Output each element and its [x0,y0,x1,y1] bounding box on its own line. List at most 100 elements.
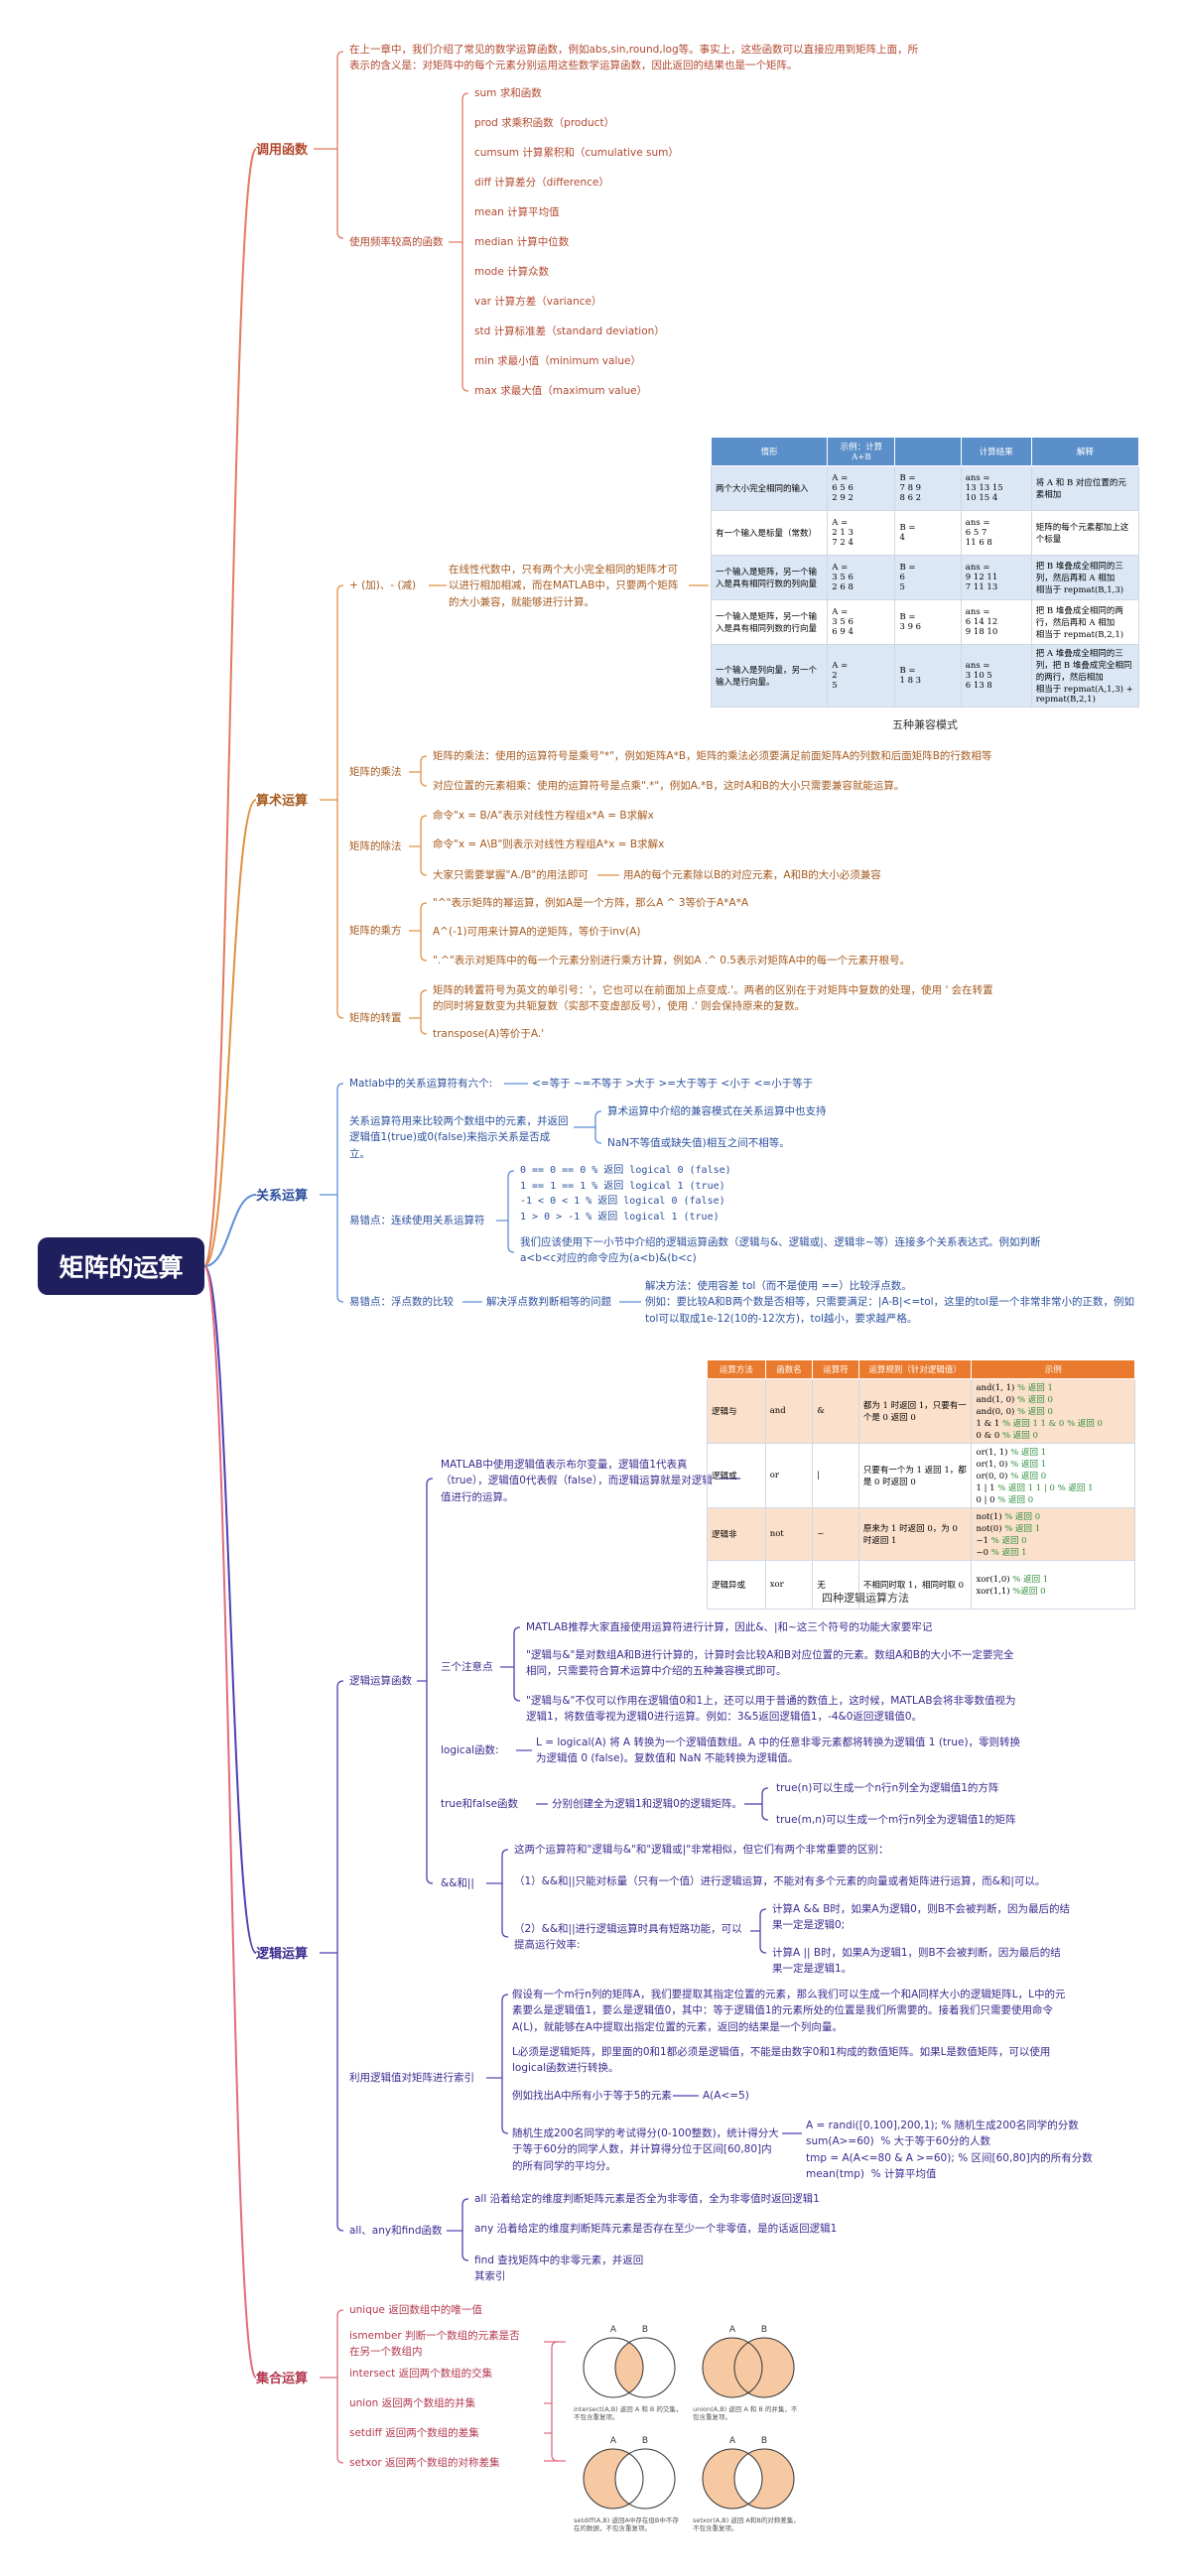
table-cell: A = 3 5 6 2 6 8 [827,555,896,600]
set-func-item: setdiff 返回两个数组的差集 [349,2427,479,2439]
set-func-item: setxor 返回两个数组的对称差集 [349,2457,500,2469]
table-header-cell: 解释 [1030,437,1140,466]
logic-aa-1: all 沿着给定的维度判断矩阵元素是否全为非零值，全为非零值时返回逻辑1 [474,2193,820,2205]
table-cell: xor [764,1560,814,1610]
branch-set[interactable]: 集合运算 [256,2372,309,2386]
arith-trans-1: 矩阵的转置符号为英文的单引号：'，它也可以在前面加上点变成.'。两者的区别在于对… [433,984,993,1013]
rel-result-2: NaN不等值或缺失值)相互之间不相等。 [607,1137,790,1149]
table-cell: A = 3 5 6 6 9 4 [827,599,896,645]
table-cell: 都为 1 时返回 1，只要有一个是 0 返回 0 [857,1378,973,1444]
arith-div-note: 用A的每个元素除以B的对应元素，A和B的大小必须兼容 [623,869,881,881]
arith-pow-label: 矩阵的乘方 [349,925,402,937]
logic-idx-ex2: A = randi([0,100],200,1); % 随机生成200名同学的分… [806,2120,1093,2180]
rel-chain-code: 0 == 0 == 0 % 返回 logical 0 (false) 1 == … [520,1165,731,1223]
bracket [336,1083,344,1303]
logic-ss-2: （2）&&和||进行逻辑运算时具有短路功能，可以提高运行效率: [514,1923,742,1952]
logic-aa-2: any 沿着给定的维度判断矩阵元素是否存在至少一个非零值，是的话返回逻辑1 [474,2223,838,2235]
table-cell: not [764,1507,814,1561]
logic-three-label: 三个注意点 [441,1661,493,1673]
bracket [501,1849,509,1938]
logic-idx-ex1: A(A<=5) [703,2090,749,2102]
calc-func-item: diff 计算差分（difference） [474,177,609,189]
logic-ss-intro: 这两个运算符和"逻辑与&"和"逻辑或|"非常相似，但它们有两个非常重要的区别： [514,1844,889,1856]
logic-aa-label: all、any和find函数 [349,2225,443,2237]
logic-tf-desc: 分别创建全为逻辑1和逻辑0的逻辑矩阵。 [552,1798,742,1810]
table-cell: ~ [812,1507,859,1561]
table-cell: 一个输入是矩阵，另一个输入是具有相同行数的列向量 [710,555,829,600]
logic-three-2: "逻辑与&"是对数组A和B进行计算的，计算时会比较A和B对应位置的元素。数组A和… [526,1649,1014,1678]
venn-label-b: B [642,2436,648,2446]
table-cell: A = 2 5 [827,644,896,708]
set-func-item: ismember 判断一个数组的元素是否 在另一个数组内 [349,2330,520,2359]
bracket [759,1908,767,1954]
branch-logic[interactable]: 逻辑运算 [256,1947,309,1962]
bracket [336,1680,344,2232]
table-cell: 原来为 1 时返回 0，为 0 时返回 1 [857,1507,973,1561]
calc-intro: 在上一章中，我们介绍了常见的数学运算函数，例如abs,sin,round,log… [349,44,919,72]
bracket [426,1478,434,1884]
table-cell: 将 A 和 B 对应位置的元素相加 [1030,465,1140,511]
logic-logical-desc: L = logical(A) 将 A 转换为一个逻辑值数组。A 中的任意非零元素… [536,1737,1021,1765]
table-cell: 把 B 堆叠成全相同的三列，然后再和 A 相加 相当于 repmat(B,1,3… [1030,555,1140,600]
table-cell: & [812,1378,859,1444]
venn-label-a: A [610,2325,617,2335]
arith-mult-label: 矩阵的乘法 [349,766,402,778]
table-header-cell: 运算规则（针对逻辑值） [857,1359,973,1379]
table-cell: B = 4 [894,510,962,556]
arith-div-2: 命令"x = A\B"则表示对线性方程组A*x = B求解x [433,838,665,850]
table-header-cell: 函数名 [764,1359,814,1379]
table-cell: ans = 6 5 7 11 6 8 [960,510,1032,556]
table-header-cell: 情形 [710,437,829,466]
table-cell: B = 1 8 3 [894,644,962,708]
arith-plusminus-label: + (加)、- (减) [349,580,417,591]
logic-idx-label: 利用逻辑值对矩阵进行索引 [349,2072,474,2084]
bracket [594,1110,602,1144]
bracket [336,2309,344,2464]
logic-tf-label: true和false函数 [441,1798,519,1810]
logic-aa-3: find 查找矩阵中的非零元素，并返回 其索引 [474,2254,644,2283]
arith-div-label: 矩阵的除法 [349,840,402,852]
table-cell: 逻辑与 [707,1378,766,1444]
connector [203,799,257,1267]
venn-label-b: B [761,2325,767,2335]
table-cell: and [764,1378,814,1444]
table-header-cell: 示例 [971,1359,1135,1379]
venn-caption: setxor(A,B) 返回 A和B的对称差集，不包含重复项。 [693,2516,800,2533]
calc-func-item: var 计算方差（variance） [474,296,602,308]
connector [203,1265,257,1954]
logic-func-desc: MATLAB中使用逻辑值表示布尔变量，逻辑值1代表真（true），逻辑值0代表假… [441,1459,713,1503]
logic-three-3: "逻辑与&"不仅可以作用在逻辑值0和1上，还可以用于普通的数值上，这时候，MAT… [526,1695,1016,1724]
rel-ops-label: Matlab中的关系运算符有六个: [349,1078,493,1090]
arith-pow-1: "^"表示矩阵的幂运算，例如A是一个方阵，那么A ^ 3等价于A*A*A [433,897,749,909]
table-cell: 不相同时取 1，相同时取 0 [857,1560,973,1610]
branch-rel[interactable]: 关系运算 [256,1189,309,1204]
calc-func-item: mode 计算众数 [474,266,550,278]
table-cell: or [764,1443,814,1508]
table-cell: 一个输入是列向量，另一个输入是行向量。 [710,644,829,708]
logic-ss-label: &&和|| [441,1877,474,1889]
root-node[interactable]: 矩阵的运算 [38,1237,204,1295]
branch-calc[interactable]: 调用函数 [256,143,309,158]
connector [203,1194,257,1267]
calc-func-item: median 计算中位数 [474,236,570,248]
venn-label-a: A [729,2325,736,2335]
table-header-cell: 示例：计算 A+B [827,437,896,466]
logic-table-caption: 四种逻辑运算方法 [822,1592,909,1605]
calc-func-item: cumsum 计算累积和（cumulative sum） [474,147,679,159]
arith-div-3: 大家只需要掌握"A./B"的用法即可 [433,869,589,881]
arith-trans-2: transpose(A)等价于A.' [433,1028,545,1040]
branch-arith[interactable]: 算术运算 [256,794,309,809]
table-cell: B = 6 5 [894,555,962,600]
rel-float-note: 解决方法：使用容差 tol（而不是使用 ==）比较浮点数。 例如：要比较A和B两… [645,1280,1135,1325]
set-func-item: union 返回两个数组的并集 [349,2397,476,2409]
calc-freq-label: 使用频率较高的函数 [349,236,444,248]
